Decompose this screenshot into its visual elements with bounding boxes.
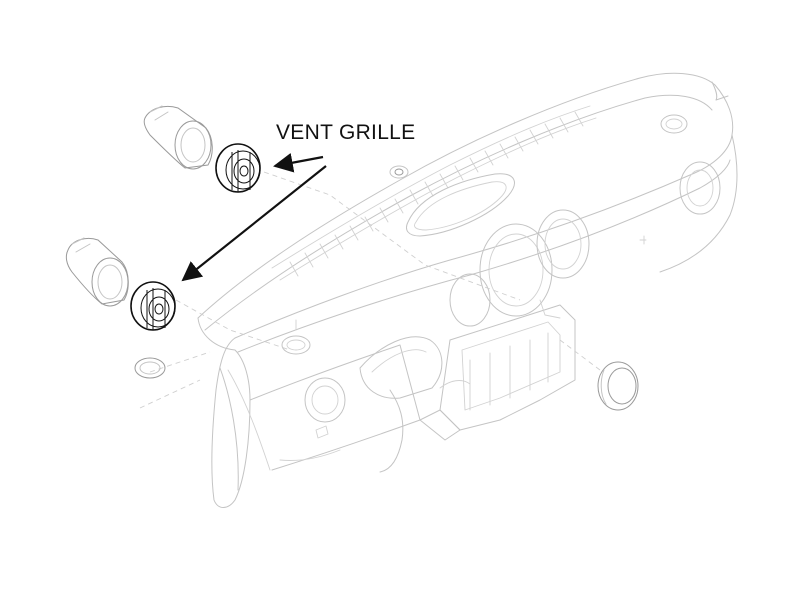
upper-vent-grille (215, 143, 261, 193)
defroster-slats (289, 111, 584, 277)
dashboard-panel (139, 72, 738, 508)
lower-callout-arrow (181, 165, 327, 282)
upper-vent-housing (143, 105, 213, 170)
upper-callout-arrow (273, 152, 324, 173)
lower-vent-grille (130, 281, 176, 331)
left-small-ring (134, 357, 166, 379)
vent-grille-label: VENT GRILLE (276, 121, 415, 144)
lower-vent-housing (65, 237, 129, 307)
right-ring-bezel (597, 361, 639, 411)
